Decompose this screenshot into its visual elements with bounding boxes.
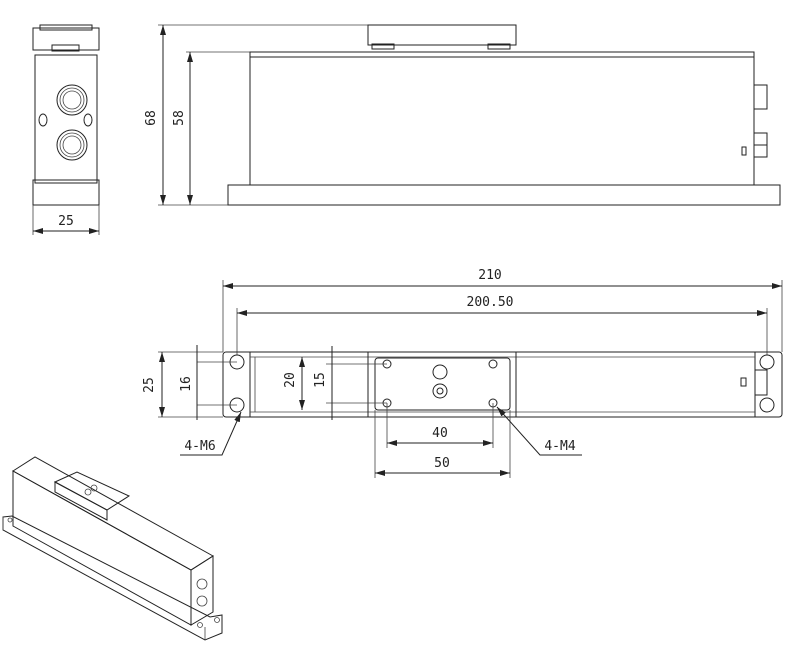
carriage-hole-pitch-length-dimension: 40 bbox=[432, 426, 448, 441]
carriage-hole-pitch-width-dimension: 15 bbox=[313, 372, 328, 388]
side-view: 68 58 bbox=[144, 24, 781, 206]
connector-icon bbox=[56, 129, 88, 161]
top-view: 210 200.50 25 16 20 15 bbox=[142, 268, 783, 478]
carriage-length-dimension: 50 bbox=[434, 456, 450, 471]
overall-height-dimension: 68 bbox=[144, 110, 159, 126]
base-width-dimension: 25 bbox=[142, 377, 157, 393]
carriage-width-dimension: 20 bbox=[283, 372, 298, 388]
base-hole-callout: 4-M6 bbox=[184, 439, 215, 454]
mounting-hole bbox=[759, 397, 775, 413]
body-height-dimension: 58 bbox=[172, 110, 187, 126]
hole-pitch-width-dimension: 16 bbox=[179, 376, 194, 392]
mounting-hole bbox=[759, 354, 775, 370]
width-dimension: 25 bbox=[58, 214, 74, 229]
isometric-view bbox=[2, 456, 223, 641]
carriage-hole-callout: 4-M4 bbox=[544, 439, 575, 454]
connector-icon bbox=[56, 84, 88, 116]
overall-length-dimension: 210 bbox=[478, 268, 501, 283]
hole-pitch-length-dimension: 200.50 bbox=[467, 295, 514, 310]
end-view: 25 bbox=[32, 24, 100, 235]
